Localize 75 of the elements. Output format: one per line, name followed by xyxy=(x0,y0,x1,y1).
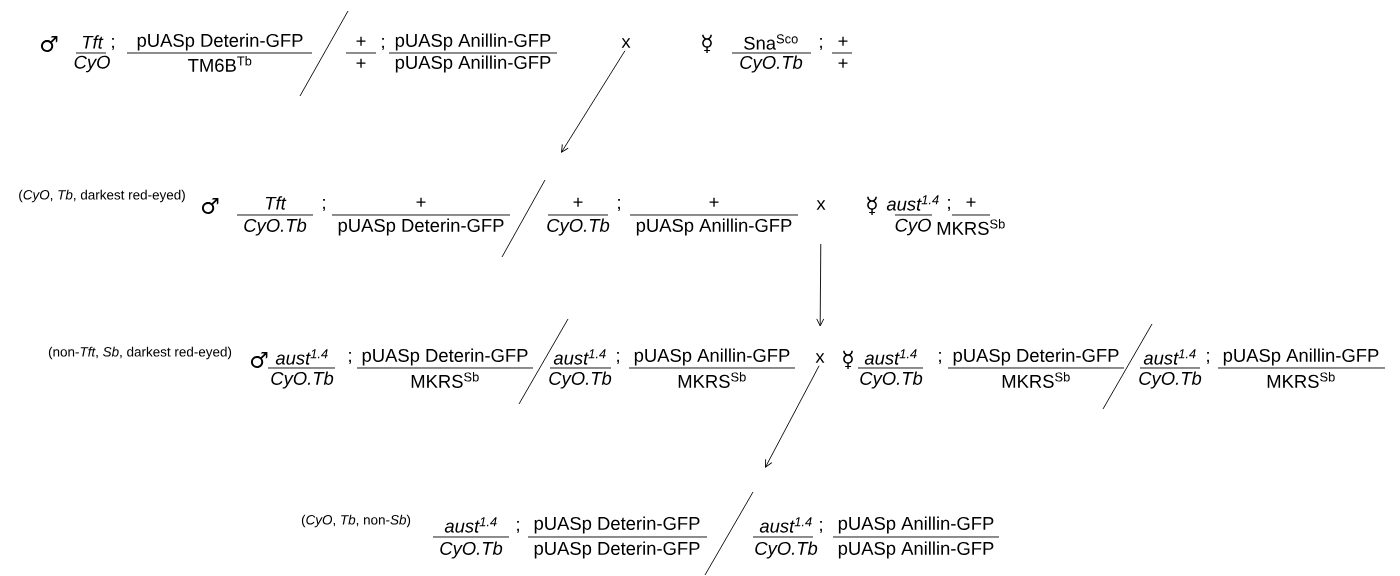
semicolon: ; xyxy=(1207,351,1209,365)
genotype-text: CyO.Tb xyxy=(271,371,334,389)
genotype-text: CyO xyxy=(895,218,931,236)
genotype-text: Tft xyxy=(82,35,104,49)
genotype-text: pUASp Anillin-GFP xyxy=(838,541,994,559)
genotype-text: MKRS$^{Sb}$ xyxy=(411,372,479,388)
genotype-text: pUASp Anillin-GFP xyxy=(636,218,792,236)
genotype-text: MKRS$^{Sb}$ xyxy=(937,219,1005,235)
arrow xyxy=(561,50,626,153)
arrow xyxy=(765,365,820,468)
genotype-text: aust$^{1.4}$ xyxy=(864,349,917,365)
genotype-text: TM6B$^{Tb}$ xyxy=(188,56,252,72)
genotype-text: CyO.Tb xyxy=(755,541,818,559)
sex-symbol: ♂ xyxy=(40,35,58,53)
semicolon: ; xyxy=(948,198,950,212)
genotype-text: + xyxy=(966,197,976,207)
genotype-text: aust$^{1.4}$ xyxy=(553,349,606,365)
genotype-text: MKRS$^{Sb}$ xyxy=(678,372,746,388)
genotype-text: MKRS$^{Sb}$ xyxy=(1267,372,1335,388)
genotype-text: + xyxy=(356,36,366,46)
cross-sign: x xyxy=(621,38,631,48)
genotype-text: + xyxy=(709,197,719,207)
phenotype-note: (non-Tft, Sb, darkest red-eyed) xyxy=(48,346,232,360)
genotype-text: aust$^{1.4}$ xyxy=(1143,349,1196,365)
genotype-text: aust$^{1.4}$ xyxy=(275,349,328,365)
semicolon: ; xyxy=(349,351,351,365)
genotype-text: + xyxy=(838,36,848,46)
semicolon: ; xyxy=(323,198,325,212)
sex-symbol: ☿ xyxy=(702,34,712,54)
genotype-text: + xyxy=(573,197,583,207)
genotype-text: aust$^{1.4}$ xyxy=(759,517,812,533)
semicolon: ; xyxy=(939,351,941,365)
genotype-text: pUASp Anillin-GFP xyxy=(838,516,994,534)
genotype-text: Sna$^{Sco}$ xyxy=(744,34,798,50)
sex-symbol: ♂ xyxy=(250,351,268,369)
genotype-text: pUASp Deterin-GFP xyxy=(534,516,700,534)
semicolon: ; xyxy=(112,37,114,51)
genotype-text: pUASp Anillin-GFP xyxy=(1223,348,1379,366)
semicolon: ; xyxy=(617,351,619,365)
phenotype-note: (CyO, Tb, non-Sb) xyxy=(301,514,411,528)
genotype-text: CyO.Tb xyxy=(547,218,610,236)
cross-sign: x xyxy=(815,353,825,363)
genotype-text: + xyxy=(838,58,848,68)
genotype-text: CyO.Tb xyxy=(740,55,803,73)
genotype-text: Tft xyxy=(265,196,287,210)
genotype-text: pUASp Anillin-GFP xyxy=(395,55,551,73)
semicolon: ; xyxy=(618,198,620,212)
genotype-text: CyO.Tb xyxy=(549,371,612,389)
genotype-text: pUASp Deterin-GFP xyxy=(534,541,700,559)
genotype-text: aust$^{1.4}$ xyxy=(444,517,497,533)
genotype-text: CyO xyxy=(74,55,110,73)
genotype-text: + xyxy=(356,58,366,68)
genotype-text: pUASp Deterin-GFP xyxy=(137,33,303,51)
sex-symbol: ☿ xyxy=(867,196,877,216)
cross-sign: x xyxy=(816,200,826,210)
genotype-text: CyO.Tb xyxy=(244,218,307,236)
phenotype-note: (CyO, Tb, darkest red-eyed) xyxy=(19,189,185,203)
genotype-text: pUASp Anillin-GFP xyxy=(395,33,551,51)
genotype-text: pUASp Deterin-GFP xyxy=(338,218,504,236)
sex-symbol: ♂ xyxy=(201,197,219,215)
genotype-text: pUASp Deterin-GFP xyxy=(953,348,1119,366)
genotype-text: pUASp Deterin-GFP xyxy=(362,348,528,366)
arrow xyxy=(816,243,825,327)
genotype-text: MKRS$^{Sb}$ xyxy=(1002,372,1070,388)
sex-symbol: ☿ xyxy=(843,350,853,370)
semicolon: ; xyxy=(382,37,384,51)
semicolon: ; xyxy=(820,37,822,51)
genotype-text: CyO.Tb xyxy=(1139,371,1202,389)
genotype-text: CyO.Tb xyxy=(440,541,503,559)
genotype-text: + xyxy=(416,197,426,207)
genotype-text: CyO.Tb xyxy=(860,371,923,389)
semicolon: ; xyxy=(820,520,822,534)
genotype-text: pUASp Anillin-GFP xyxy=(634,348,790,366)
genotype-text: aust$^{1.4}$ xyxy=(886,195,939,211)
semicolon: ; xyxy=(517,520,519,534)
